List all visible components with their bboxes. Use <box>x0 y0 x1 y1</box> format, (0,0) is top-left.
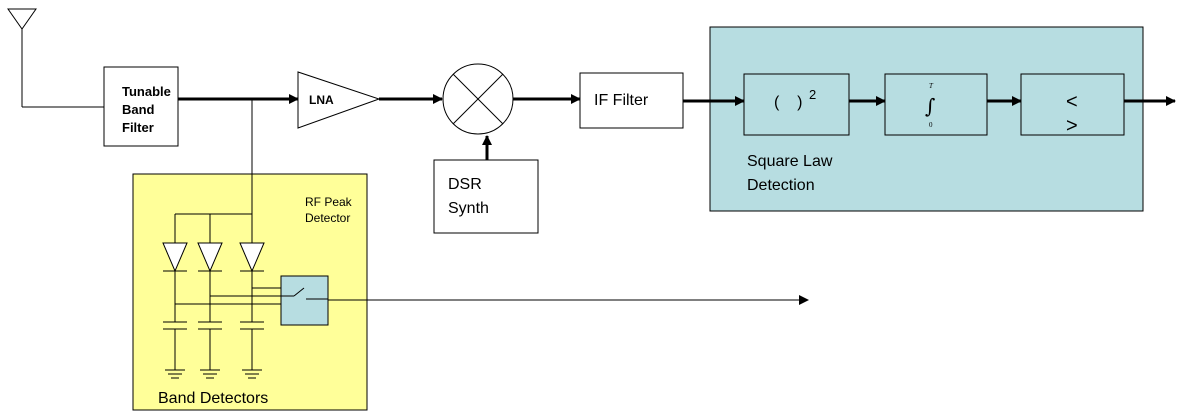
tunable-filter-label-3: Filter <box>122 120 154 135</box>
diode-bank <box>162 213 281 370</box>
rf-peak-label-1: RF Peak <box>305 195 353 209</box>
square-law-label-1: Square Law <box>747 153 833 170</box>
switch-icon <box>281 287 328 300</box>
rf-peak-label-2: Detector <box>305 211 350 225</box>
square-paren: ( ) <box>774 94 802 111</box>
square-exponent: 2 <box>809 87 816 102</box>
tunable-band-filter-block <box>103 66 179 147</box>
comparator-less-than: < <box>1066 91 1078 113</box>
ground-icon <box>165 369 262 379</box>
tunable-filter-label-2: Band <box>122 102 155 117</box>
comparator-greater-than: > <box>1066 115 1078 137</box>
rf-peak-detector-region <box>132 173 368 411</box>
mixer-icon <box>442 63 514 135</box>
if-filter-label: IF Filter <box>594 92 649 109</box>
lna-label: LNA <box>309 93 334 107</box>
antenna-icon <box>7 8 104 108</box>
band-detectors-label: Band Detectors <box>158 390 268 407</box>
dsr-synth-block <box>433 159 539 234</box>
square-law-label-2: Detection <box>747 177 815 194</box>
tunable-filter-label-1: Tunable <box>122 84 171 99</box>
comparator-block <box>1020 73 1125 136</box>
integrator-block <box>884 73 988 136</box>
square-block <box>743 73 850 136</box>
dsr-synth-label-2: Synth <box>448 200 489 217</box>
band-select-switch <box>280 275 329 326</box>
integral-lower-limit: 0 <box>929 121 933 129</box>
lna-triangle <box>297 71 381 129</box>
dsr-synth-label-1: DSR <box>448 176 482 193</box>
if-filter-block <box>579 72 684 129</box>
integral-upper-limit: T <box>929 82 934 90</box>
integral-symbol: ∫ <box>925 94 935 118</box>
